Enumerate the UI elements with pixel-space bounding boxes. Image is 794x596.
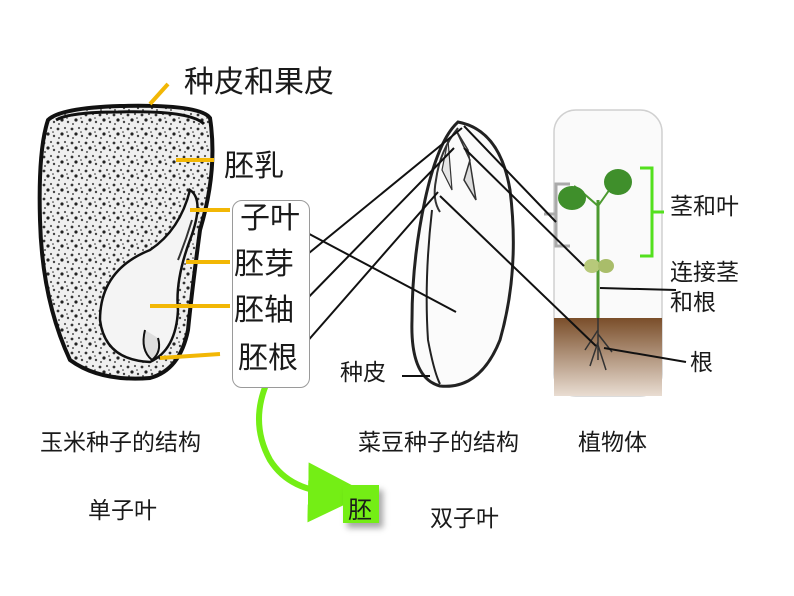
dicot-label: 双子叶 [430, 506, 499, 532]
label-radicle: 胚根 [238, 341, 298, 376]
bean-seed-illustration [410, 120, 515, 388]
label-connect-line1: 连接茎 [670, 260, 739, 286]
plant-caption: 植物体 [578, 430, 647, 456]
label-endosperm: 胚乳 [224, 149, 284, 184]
embryo-label: 胚 [348, 496, 372, 524]
embryo-highlight-box: 胚 [343, 485, 379, 524]
bean-caption: 菜豆种子的结构 [358, 430, 519, 456]
label-stem-leaf: 茎和叶 [670, 194, 739, 220]
monocot-label: 单子叶 [88, 498, 157, 524]
label-cotyledon: 子叶 [240, 201, 300, 236]
label-seed-coat-pericarp: 种皮和果皮 [184, 65, 334, 100]
label-plumule: 胚芽 [234, 247, 294, 282]
label-connect-line2: 和根 [670, 290, 716, 316]
plant-illustration [553, 109, 663, 397]
label-hypocotyl: 胚轴 [234, 293, 294, 328]
stem-leaf-bracket [640, 166, 664, 258]
curved-arrow [256, 374, 368, 523]
corn-seed-illustration [37, 103, 215, 381]
embryo-parts-box [232, 200, 310, 388]
label-root: 根 [690, 350, 713, 376]
connector-lines [297, 125, 687, 377]
corn-caption: 玉米种子的结构 [40, 430, 201, 456]
label-bean-seed-coat: 种皮 [340, 360, 386, 386]
corn-pointer-lines [148, 82, 230, 360]
